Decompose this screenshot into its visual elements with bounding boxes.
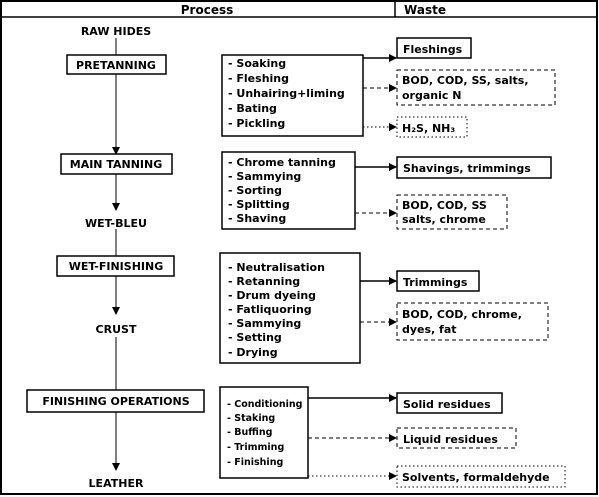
waste-wet-finishing-effluent-line: dyes, fat [402,323,457,336]
waste-box-solvents [396,465,566,488]
pretanning-step: - Unhairing+liming [228,87,345,100]
waste-solid-residues: Solid residues [403,398,491,411]
waste-fleshings: Fleshings [403,43,463,56]
main-tanning-stage-box [60,153,173,175]
wet-finishing-steps-box [219,252,361,364]
waste-box-fleshings [396,37,472,59]
waste-pretanning-effluent-line: organic N [402,89,461,102]
header-waste: Waste [404,3,446,17]
waste-gases: H₂S, NH₃ [402,122,455,135]
waste-main-tanning-effluent-line: salts, chrome [402,213,486,226]
stage-raw-hides: RAW HIDES [81,25,151,38]
waste-box-liquid-residues [396,427,517,449]
wet-finishing-step: - Setting [228,331,282,344]
waste-wet-finishing-effluent-line: BOD, COD, chrome, [402,308,522,321]
stage-main-tanning: MAIN TANNING [70,158,163,171]
stage-pretanning: PRETANNING [76,59,156,72]
waste-solvents: Solvents, formaldehyde [402,471,550,484]
stage-crust: CRUST [96,323,137,336]
pretanning-stage-box [66,54,167,75]
finishing-step: - Trimming [227,442,284,453]
wet-finishing-step: - Fatliquoring [228,303,312,316]
waste-box-gases [396,116,468,138]
stage-wet-bleu: WET-BLEU [85,217,147,230]
waste-main-tanning-effluent-line: BOD, COD, SS [402,199,487,212]
waste-box-trimmings [396,270,480,292]
main-tanning-steps-box [221,151,356,230]
wet-finishing-step: - Sammying [228,317,301,330]
wet-finishing-step: - Drum dyeing [228,289,316,302]
waste-box-wet-finishing-effluent [396,302,549,341]
waste-liquid-residues: Liquid residues [403,433,498,446]
pretanning-steps-box [221,54,364,137]
wet-finishing-step: - Neutralisation [228,261,325,274]
main-tanning-step: - Shaving [228,212,286,225]
waste-box-shavings [396,156,552,179]
finishing-step: - Finishing [227,457,283,468]
waste-box-main-tanning-effluent [396,194,508,230]
pretanning-step: - Bating [228,102,277,115]
waste-box-solid-residues [396,392,503,414]
stage-wet-finishing: WET-FINISHING [69,260,163,273]
main-tanning-step: - Sorting [228,184,282,197]
finishing-operations-steps-box [219,386,309,479]
wet-finishing-step: - Drying [228,346,278,359]
pretanning-step: - Fleshing [228,72,289,85]
wet-finishing-stage-box [56,255,175,277]
header-process: Process [181,3,234,17]
wet-finishing-step: - Retanning [228,275,300,288]
pretanning-step: - Pickling [228,117,285,130]
waste-pretanning-effluent-line: BOD, COD, SS, salts, [402,74,529,87]
waste-box-pretanning-effluent [396,69,556,106]
stage-finishing-operations: FINISHING OPERATIONS [42,395,189,408]
waste-trimmings: Trimmings [403,276,468,289]
stage-leather: LEATHER [89,477,144,490]
pretanning-step: - Soaking [228,57,286,70]
finishing-step: - Staking [227,413,275,424]
finishing-step: - Conditioning [227,399,302,410]
waste-shavings: Shavings, trimmings [403,162,531,175]
main-tanning-step: - Sammying [228,170,301,183]
finishing-step: - Buffing [227,427,272,438]
main-tanning-step: - Splitting [228,198,290,211]
finishing-operations-stage-box [26,389,205,413]
main-tanning-step: - Chrome tanning [228,156,336,169]
